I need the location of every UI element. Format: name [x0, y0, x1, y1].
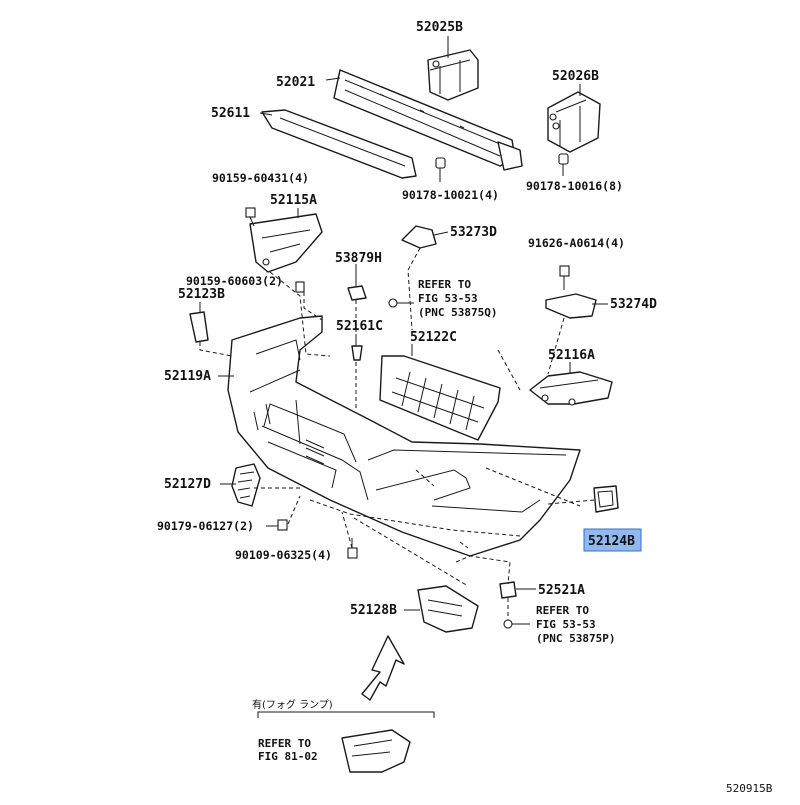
part-52122C-grille[interactable]: [379, 355, 501, 441]
part-52127D-cover[interactable]: [231, 463, 261, 507]
part-52115A-bracket[interactable]: [249, 213, 323, 273]
label-52021: 52021: [276, 75, 315, 90]
part-52124B-cover[interactable]: [593, 485, 619, 513]
label-90109-06325: 90109-06325(4): [235, 548, 332, 562]
label-90159-60431: 90159-60431(4): [212, 171, 309, 185]
nut-90178-10021[interactable]: [435, 157, 446, 182]
label-53274D: 53274D: [610, 297, 657, 312]
part-52161C-retainer[interactable]: [351, 345, 363, 361]
label-52026B: 52026B: [552, 69, 599, 84]
part-fog-lamp[interactable]: [341, 729, 411, 773]
label-53879H: 53879H: [335, 251, 382, 266]
note2-line1: REFER TO: [536, 604, 589, 617]
part-52119A-bumper-cover[interactable]: [227, 315, 581, 557]
label-90178-10021: 90178-10021(4): [402, 188, 499, 202]
label-52521A: 52521A: [538, 583, 585, 598]
part-53273D-bracket[interactable]: [401, 225, 449, 249]
note1-line2: FIG 53-53: [418, 292, 478, 305]
label-52127D: 52127D: [164, 477, 211, 492]
part-52021-reinforcement[interactable]: [333, 69, 523, 171]
fog-lamp-bracket: [257, 711, 435, 718]
screw-53875Q[interactable]: [388, 298, 414, 308]
screw-53875P[interactable]: [503, 619, 530, 629]
bolt-90109-06325[interactable]: [347, 538, 358, 559]
note1-line3: (PNC 53875Q): [418, 306, 497, 319]
part-52128B-cover[interactable]: [417, 585, 479, 633]
label-52124B: 52124B: [588, 534, 635, 549]
refer-notes: REFER TO FIG 53-53 (PNC 53875Q) REFER TO…: [252, 278, 773, 795]
leader-lines: [218, 36, 581, 611]
label-52122C: 52122C: [410, 330, 457, 345]
figure-code: 520915B: [726, 782, 773, 795]
arrow-up: [361, 635, 405, 701]
highlight-52124B: [583, 528, 642, 552]
part-52116A-bracket[interactable]: [529, 371, 613, 406]
part-53274D-bracket[interactable]: [545, 293, 608, 319]
note1-line1: REFER TO: [418, 278, 471, 291]
part-52521A-bracket[interactable]: [499, 581, 536, 599]
part-52611-absorber[interactable]: [261, 109, 417, 179]
nut-90178-10016[interactable]: [558, 153, 569, 176]
bolt-90159-60603[interactable]: [295, 281, 305, 293]
note3-line2: FIG 81-02: [258, 750, 318, 763]
label-52025B: 52025B: [416, 20, 463, 35]
label-91626-A0614: 91626-A0614(4): [528, 236, 625, 250]
bolt-91626-A0614[interactable]: [559, 265, 570, 290]
bolt-90159-60431[interactable]: [245, 207, 256, 227]
label-52119A: 52119A: [164, 369, 211, 384]
assembly-lines: [199, 247, 595, 620]
label-52611: 52611: [211, 106, 250, 121]
note2-line3: (PNC 53875P): [536, 632, 615, 645]
fog-lamp-note: 有(フォグ ランプ): [252, 698, 333, 711]
part-53879H-clip[interactable]: [347, 264, 367, 301]
label-90179-06127: 90179-06127(2): [157, 519, 254, 533]
label-53273D: 53273D: [450, 225, 497, 240]
label-52123B: 52123B: [178, 287, 225, 302]
part-52026B-bracket[interactable]: [547, 91, 601, 153]
part-52123B-seal[interactable]: [189, 302, 209, 343]
label-52116A: 52116A: [548, 348, 595, 363]
part-52025B-bracket[interactable]: [427, 49, 479, 101]
note3-line1: REFER TO: [258, 737, 311, 750]
note2-line2: FIG 53-53: [536, 618, 596, 631]
label-52128B: 52128B: [350, 603, 397, 618]
part-labels: 52025B 52021 52026B 52611 90159-60431(4)…: [157, 20, 657, 618]
label-90178-10016: 90178-10016(8): [526, 179, 623, 193]
label-52115A: 52115A: [270, 193, 317, 208]
label-90159-60603: 90159-60603(2): [186, 274, 283, 288]
label-52161C: 52161C: [336, 319, 383, 334]
clip-90179-06127[interactable]: [277, 519, 288, 531]
